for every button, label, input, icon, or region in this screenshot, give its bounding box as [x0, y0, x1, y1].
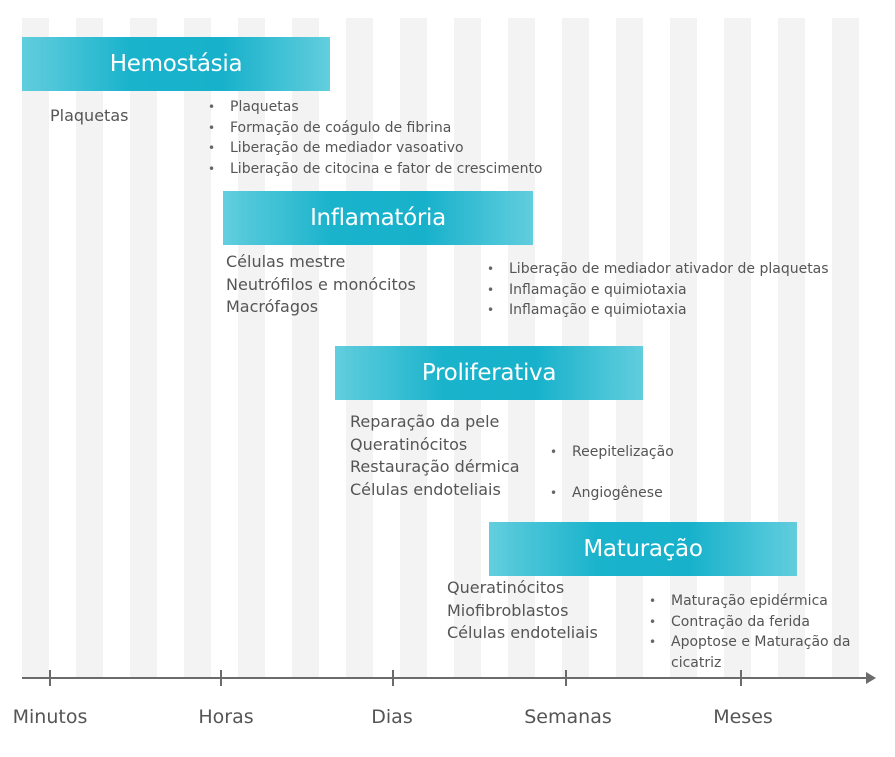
axis-label-semanas: Semanas: [524, 706, 612, 728]
list-item: Neutrófilos e monócitos: [226, 274, 416, 294]
cells-list-maturacao: Queratinócitos Miofibroblastos Células e…: [447, 577, 598, 645]
background-stripe: [832, 18, 859, 678]
phase-title-maturacao: Maturação: [583, 536, 703, 562]
phase-bar-inflamatoria: Inflamatória: [223, 191, 533, 245]
list-item: Restauração dérmica: [350, 457, 520, 476]
list-item: Reepitelização: [548, 442, 674, 463]
list-item: Inflamação e quimiotaxia: [485, 280, 829, 301]
list-item: Apoptose e Maturação da cicatriz: [647, 632, 851, 673]
cells-list-inflamatoria: Células mestre Neutrófilos e monócitos M…: [226, 251, 416, 319]
events-list-hemostasia: Plaquetas Formação de coágulo de fibrina…: [206, 97, 543, 179]
axis-label-minutos: Minutos: [12, 706, 88, 728]
events-list-maturacao: Maturação epidérmica Contração da ferida…: [647, 591, 851, 673]
list-item: Queratinócitos: [350, 434, 468, 454]
phase-bar-proliferativa: Proliferativa: [335, 346, 643, 400]
list-item: Miofibroblastos: [447, 600, 569, 620]
cells-list-proliferativa: Reparação da pele Queratinócitos Restaur…: [350, 411, 520, 501]
background-stripe: [22, 18, 49, 678]
events-list-inflamatoria: Liberação de mediador ativador de plaque…: [485, 259, 829, 321]
list-item: Reparação da pele: [350, 412, 500, 431]
list-item: Macrófagos: [226, 297, 319, 316]
background-stripe: [76, 18, 103, 678]
list-item: Liberação de mediador vasoativo: [206, 138, 543, 159]
list-item: Inflamação e quimiotaxia: [485, 300, 829, 321]
phase-title-hemostasia: Hemostásia: [109, 51, 243, 77]
axis-arrowhead: [866, 672, 876, 684]
list-item: Liberação de citocina e fator de crescim…: [206, 159, 543, 180]
list-item: Formação de coágulo de fibrina: [206, 118, 543, 139]
phase-bar-hemostasia: Hemostásia: [22, 37, 330, 91]
cells-list-hemostasia: Plaquetas: [50, 105, 128, 128]
axis-label-dias: Dias: [371, 706, 413, 728]
list-item: Plaquetas: [50, 106, 129, 125]
phase-bar-maturacao: Maturação: [489, 522, 797, 576]
list-item: Contração da ferida: [647, 612, 851, 633]
list-item: Células mestre: [226, 252, 346, 271]
list-item: Angiogênese: [548, 483, 674, 504]
list-item: Plaquetas: [206, 97, 543, 118]
list-item: Células endoteliais: [350, 479, 501, 499]
axis-label-meses: Meses: [713, 706, 773, 728]
phase-title-inflamatoria: Inflamatória: [310, 205, 446, 231]
list-item: Queratinócitos: [447, 578, 565, 597]
list-item: Maturação epidérmica: [647, 591, 851, 612]
list-item: Liberação de mediador ativador de plaque…: [485, 259, 829, 280]
background-stripe: [130, 18, 157, 678]
phase-title-proliferativa: Proliferativa: [421, 360, 557, 386]
events-list-proliferativa: Reepitelização Angiogênese: [548, 442, 674, 523]
axis-label-horas: Horas: [198, 706, 254, 728]
list-item: Células endoteliais: [447, 623, 598, 642]
